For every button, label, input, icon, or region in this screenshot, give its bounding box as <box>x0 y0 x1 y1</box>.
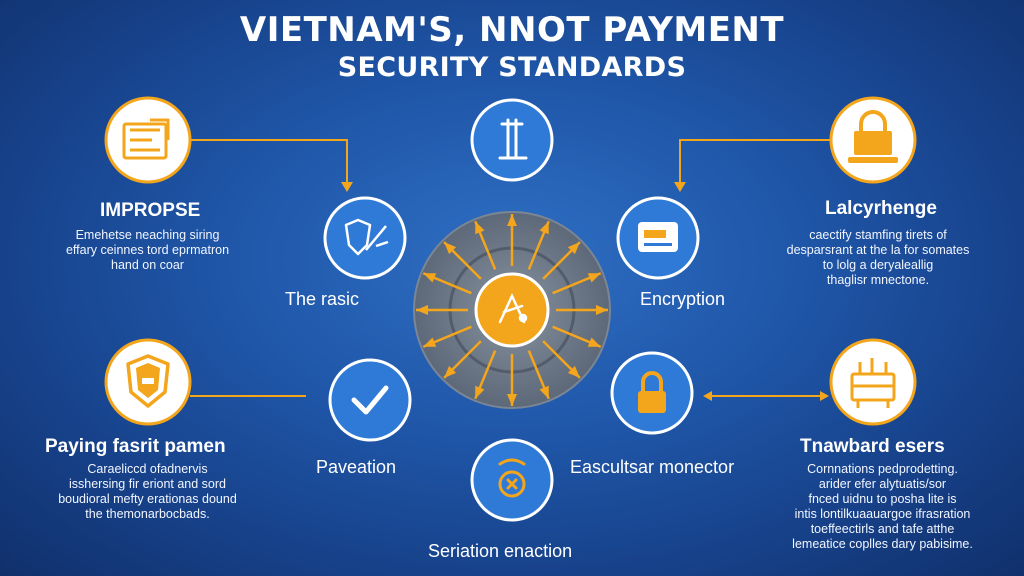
mid-left-node[interactable] <box>328 358 412 442</box>
top-right-heading: Lalcyrhenge <box>825 198 937 219</box>
hub-spoke-arrowhead <box>587 273 601 283</box>
bottom-right-line-5: toeffeectirls and tafe atthe <box>810 522 955 536</box>
top-center-node[interactable] <box>470 98 554 182</box>
shield-pen-icon <box>344 218 389 256</box>
hub-spoke-arrowhead <box>567 242 580 255</box>
hub-spoke-arrowhead <box>507 214 517 226</box>
hub-spoke-arrowhead <box>423 273 437 283</box>
bottom-left-heading: Paying fasrit pamen <box>45 436 226 457</box>
bottom-right-line-2: arider efer alytuatis/sor <box>818 477 947 491</box>
hub-spoke-arrowhead <box>539 385 549 399</box>
connector-top-left <box>190 139 348 183</box>
hub-spoke-arrowhead <box>507 394 517 406</box>
credit-card-stack-icon <box>122 118 170 160</box>
bottom-left-line-1: Caraeliccd ofadnervis <box>87 462 208 476</box>
hub-spokes <box>416 214 608 406</box>
top-right-line-3: to lolg a deryaleallig <box>822 258 934 272</box>
mid-right-label: Eascultsar monector <box>570 457 735 477</box>
top-right-line-1: caectify stamfing tirets of <box>809 228 947 242</box>
bottom-left-line-2: isshersing fir eriont and sord <box>68 477 227 491</box>
top-right-description: caectify stamfing tirets of desparsrant … <box>768 228 988 288</box>
connector-arrowheads <box>341 182 829 401</box>
top-left-heading: IMPROPSE <box>100 200 201 221</box>
padlock-laptop-icon <box>848 110 898 163</box>
hub-spoke-arrowhead <box>567 365 580 378</box>
bottom-right-line-3: fnced uidnu to posha lite is <box>808 492 957 506</box>
central-star-icon <box>498 293 528 324</box>
hub-spoke-arrowhead <box>596 305 608 315</box>
arrowhead-top-right <box>674 182 686 192</box>
connector-lines <box>190 139 830 397</box>
money-hand-icon <box>498 458 526 498</box>
arrowhead-right-out <box>820 391 829 401</box>
bottom-right-heading: Tnawbard esers <box>800 436 945 457</box>
connector-top-right <box>679 139 830 183</box>
top-left-line-3: hand on coar <box>111 258 184 272</box>
bottom-right-node[interactable] <box>829 338 917 426</box>
hub-spoke-arrowhead <box>475 221 485 235</box>
inner-left-label: The rasic <box>285 289 360 309</box>
bottom-center-node[interactable] <box>470 438 554 522</box>
arrowhead-right-in <box>703 391 712 401</box>
inner-right-label: Encryption <box>640 289 726 309</box>
hub-spoke-arrowhead <box>587 337 601 347</box>
top-left-description: Emehetse neaching siring effary ceinnes … <box>50 228 245 273</box>
tower-icon <box>498 118 528 160</box>
bottom-right-line-1: Cornnations pedprodetting. <box>807 462 958 476</box>
top-left-line-1: Emehetse neaching siring <box>75 228 220 242</box>
bottom-right-line-6: lemeatice coplles dary pabisime. <box>792 537 973 551</box>
bottom-right-line-4: intis lontilkuaauargoe ifrasration <box>794 507 971 521</box>
hub-spoke-arrowhead <box>475 385 485 399</box>
bottom-right-description: Cornnations pedprodetting. arider efer a… <box>770 462 995 552</box>
bottom-left-line-3: boudioral mefty erationas dound <box>58 492 237 506</box>
arrowhead-top-left <box>341 182 353 192</box>
shield-card-icon <box>126 354 170 408</box>
checkmark-icon <box>351 385 389 415</box>
hub-spoke-arrowhead <box>444 242 457 255</box>
mid-left-label: Paveation <box>316 457 397 477</box>
hub-spoke-arrowhead <box>416 305 428 315</box>
bottom-left-description: Caraeliccd ofadnervis isshersing fir eri… <box>40 462 255 522</box>
hub-spoke-arrowhead <box>423 337 437 347</box>
bottom-center-label: Seriation enaction <box>428 541 573 561</box>
hub-spoke-arrowhead <box>539 221 549 235</box>
inner-left-node[interactable] <box>323 196 407 280</box>
top-right-line-4: thaglisr mnectone. <box>826 273 930 287</box>
title-line-2: SECURITY STANDARDS <box>337 52 687 83</box>
lock-icon <box>638 371 666 413</box>
title-line-1: VIETNAM'S, NNOT PAYMENT <box>239 10 785 50</box>
top-right-line-2: desparsrant at the la for somates <box>786 243 970 257</box>
server-rack-icon <box>850 358 896 408</box>
bottom-left-line-4: the themonarbocbads. <box>85 507 210 521</box>
hub-spoke-arrowhead <box>444 365 457 378</box>
payment-card-icon <box>638 222 678 252</box>
top-left-line-2: effary ceinnes tord eprmatron <box>65 243 230 257</box>
